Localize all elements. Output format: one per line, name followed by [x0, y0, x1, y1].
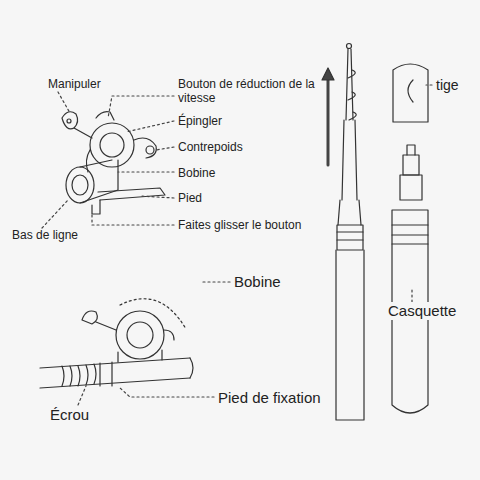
telescopic-rod-part	[347, 44, 352, 49]
reel-exploded-part	[66, 167, 94, 203]
reel-exploded-part	[134, 138, 156, 158]
reel-exploded-part	[98, 188, 165, 200]
reel-mounted-part	[190, 358, 193, 378]
part-label: Bouton de réduction de la vitesse	[178, 77, 316, 106]
leader-lines-part	[118, 171, 174, 172]
pen-cap-body	[392, 64, 428, 413]
telescopic-rod-part	[346, 49, 353, 120]
leader-lines-part	[426, 84, 432, 85]
telescopic-rod-part	[342, 120, 357, 200]
leader-lines-part	[108, 96, 174, 118]
part-label: Bobine	[178, 166, 215, 180]
leader-lines-part	[78, 386, 86, 405]
leader-lines-part	[42, 200, 68, 228]
telescopic-rod-part	[336, 250, 364, 420]
telescopic-rod-part	[348, 70, 356, 120]
part-label: Épingler	[178, 114, 222, 128]
reel-exploded-part	[67, 119, 71, 123]
pen-cap-body-part	[400, 175, 422, 200]
reel-mounted-part	[96, 322, 116, 330]
part-label: Contrepoids	[178, 140, 243, 154]
reel-mounted	[40, 299, 193, 388]
reel-exploded-part	[80, 160, 118, 203]
reel-exploded-part	[92, 200, 100, 214]
part-label: Écrou	[50, 406, 89, 424]
pen-cap-body-part	[393, 64, 428, 122]
reel-mounted-part	[116, 311, 164, 359]
leader-lines-part	[120, 388, 214, 397]
reel-exploded-part	[72, 175, 88, 195]
leader-lines-part	[200, 281, 230, 282]
telescopic-rod-part	[337, 225, 363, 250]
telescopic-rod-part	[337, 232, 363, 240]
part-label: Bas de ligne	[12, 228, 78, 242]
telescopic-rod-part	[322, 68, 334, 80]
reel-mounted-part	[164, 330, 174, 340]
part-label: Bobine	[234, 273, 281, 291]
reel-exploded-part	[74, 128, 92, 138]
part-label: Manipuler	[48, 77, 101, 91]
leader-lines-part	[58, 92, 70, 113]
leader-lines-part	[156, 147, 174, 150]
reel-mounted-part	[120, 299, 186, 329]
reel-exploded-part	[100, 133, 124, 157]
reel-exploded-part	[62, 112, 78, 129]
reel-exploded-part	[96, 112, 114, 120]
pen-cap-body-part	[407, 145, 415, 155]
leader-lines-part	[92, 212, 174, 225]
part-label: Pied de fixation	[218, 389, 321, 407]
reel-mounted-part	[40, 358, 190, 388]
leader-lines-part	[140, 196, 174, 198]
pen-cap-body-part	[403, 155, 419, 175]
reel-mounted-part	[62, 364, 96, 386]
reel-mounted-part	[100, 362, 112, 386]
telescopic-rod-part	[338, 200, 361, 225]
leader-lines	[42, 85, 432, 405]
part-label: Casquette	[386, 302, 458, 320]
reel-mounted-part	[118, 350, 162, 362]
reel-mounted-part	[82, 311, 97, 324]
pen-cap-body-part	[392, 225, 428, 244]
telescopic-rod-part	[327, 72, 330, 165]
leader-lines-part	[126, 121, 174, 132]
part-label: Faites glisser le bouton	[178, 218, 301, 232]
leader-lines-part	[411, 290, 412, 302]
pen-cap-body-part	[408, 80, 413, 102]
part-label: tige	[436, 77, 459, 94]
part-label: Pied	[178, 191, 202, 205]
telescopic-rod	[322, 44, 364, 421]
reel-mounted-part	[127, 322, 153, 348]
reel-exploded-part	[146, 146, 154, 154]
